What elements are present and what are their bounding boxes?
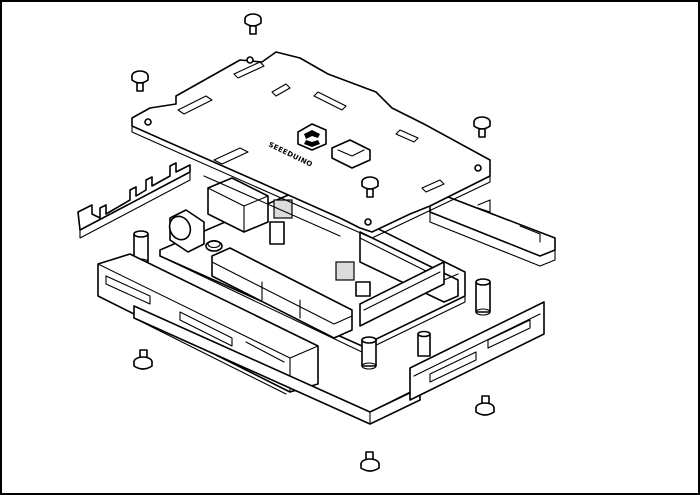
- screw-lower-left: [133, 349, 153, 370]
- plate-hole: [144, 118, 152, 126]
- back-rail-left: [77, 162, 191, 239]
- plate-hole: [246, 56, 254, 64]
- screw-top: [244, 13, 262, 35]
- brand-logo: [297, 123, 327, 151]
- screw-upper-left: [131, 70, 149, 92]
- standoff-center: [361, 336, 377, 370]
- standoff-right: [475, 278, 491, 316]
- screw-upper-right: [473, 116, 491, 138]
- small-chip: [355, 281, 371, 297]
- standoff-front-right: [417, 330, 431, 357]
- header-row-front: [359, 261, 445, 327]
- reset-button: [269, 221, 285, 245]
- back-rail-right: [429, 189, 556, 267]
- screw-lower-right: [475, 395, 495, 416]
- main-board: [159, 177, 466, 353]
- front-rail-right: [369, 301, 545, 413]
- plate-hole: [474, 164, 482, 172]
- screw-bottom: [360, 451, 380, 472]
- usb-connector: [207, 177, 269, 233]
- icsp-header-1: [273, 199, 293, 219]
- screw-middle: [361, 176, 379, 198]
- top-plate: SEEEDUINO: [131, 51, 491, 239]
- plate-hole: [364, 218, 372, 226]
- icsp-header-2: [335, 261, 355, 281]
